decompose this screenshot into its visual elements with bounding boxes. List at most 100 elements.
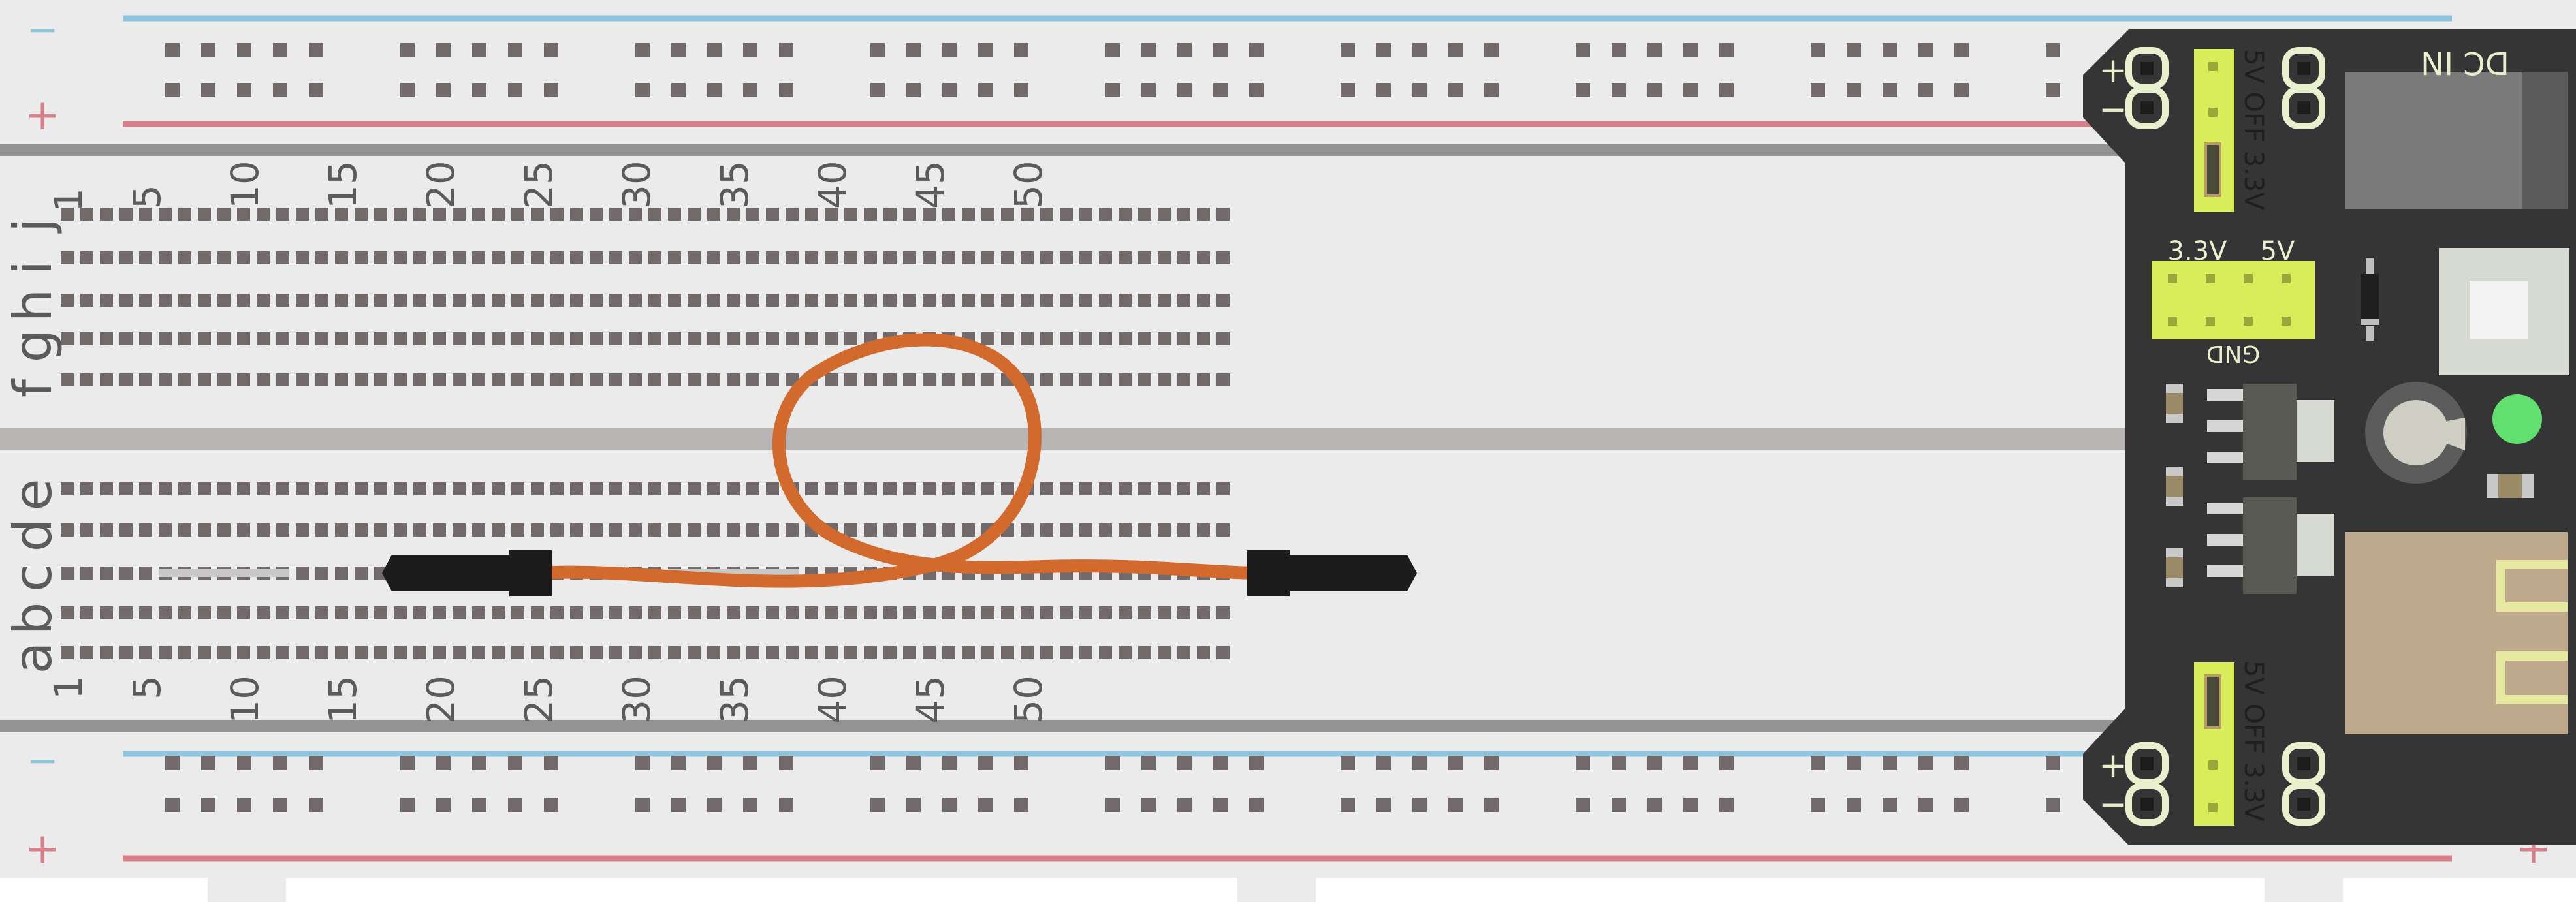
terminal-hole: [119, 606, 133, 619]
terminal-hole: [688, 482, 701, 495]
regulator-pin: [2207, 565, 2246, 577]
terminal-hole: [296, 294, 309, 307]
bottom-rail-hole: [1341, 798, 1355, 812]
terminal-hole: [394, 251, 407, 264]
terminal-hole: [119, 646, 133, 659]
bottom-jumper-label: 5V OFF 3.3V: [2238, 661, 2268, 822]
terminal-hole: [1138, 606, 1151, 619]
terminal-hole: [1216, 208, 1230, 221]
terminal-hole: [394, 606, 407, 619]
top-rail-hole: [743, 43, 757, 57]
terminal-hole: [61, 567, 74, 580]
terminal-hole: [609, 646, 622, 659]
bottom-rail-hole: [635, 798, 650, 812]
terminal-hole: [276, 646, 289, 659]
terminal-hole: [119, 523, 133, 537]
regulator-pin: [2207, 420, 2246, 432]
terminal-hole: [257, 646, 270, 659]
terminal-hole: [903, 523, 916, 537]
terminal-hole: [570, 294, 583, 307]
top-rail-hole: [942, 43, 957, 57]
board-foot: [1237, 878, 1316, 902]
bottom-rail-hole: [2046, 798, 2060, 812]
terminal-hole: [492, 523, 505, 537]
bottom-rail-hole: [707, 756, 722, 770]
terminal-hole: [296, 251, 309, 264]
top-rail-minus-sign: −: [27, 7, 59, 52]
terminal-hole: [590, 332, 603, 345]
bottom-rail-minus-sign: −: [27, 738, 59, 783]
terminal-hole: [1197, 294, 1210, 307]
terminal-hole: [237, 606, 250, 619]
smd-resistor-end: [2166, 467, 2183, 476]
terminal-hole: [883, 208, 897, 221]
terminal-hole: [1040, 482, 1053, 495]
terminal-hole: [1079, 646, 1092, 659]
terminal-hole: [453, 523, 466, 537]
terminal-hole: [276, 332, 289, 345]
terminal-hole: [864, 646, 877, 659]
terminal-hole: [511, 646, 524, 659]
terminal-hole: [942, 606, 955, 619]
terminal-hole: [1021, 646, 1034, 659]
column-label-bottom: 1: [46, 676, 91, 700]
terminal-hole: [923, 251, 936, 264]
terminal-hole: [100, 646, 113, 659]
terminal-hole: [1001, 482, 1014, 495]
terminal-hole: [1040, 332, 1053, 345]
terminal-hole: [1001, 294, 1014, 307]
terminal-hole: [570, 251, 583, 264]
terminal-hole: [648, 251, 661, 264]
terminal-hole: [178, 646, 191, 659]
terminal-hole: [374, 373, 387, 386]
terminal-hole: [257, 606, 270, 619]
terminal-hole: [276, 523, 289, 537]
terminal-hole: [981, 332, 994, 345]
column-label-top: 1: [46, 188, 91, 212]
row-letter-f: f: [3, 378, 63, 397]
jumper-wire[interactable]: [159, 333, 1417, 596]
terminal-hole: [844, 606, 857, 619]
terminal-hole: [1216, 606, 1230, 619]
column-label-top: 15: [321, 161, 365, 209]
top-rail-hole: [309, 43, 323, 57]
bottom-rail-hole: [779, 798, 793, 812]
terminal-hole: [688, 373, 701, 386]
terminal-hole: [453, 208, 466, 221]
terminal-hole: [727, 373, 740, 386]
terminal-hole: [355, 373, 368, 386]
bottom-rail-hole: [508, 756, 522, 770]
terminal-hole: [413, 208, 426, 221]
output-pin: [2168, 274, 2177, 283]
terminal-hole: [1119, 606, 1132, 619]
terminal-hole: [374, 523, 387, 537]
terminal-hole: [296, 373, 309, 386]
terminal-hole: [100, 606, 113, 619]
regulator-tab: [2297, 514, 2334, 576]
output-pin: [2244, 317, 2253, 326]
terminal-hole: [903, 251, 916, 264]
led-indicator-icon: [2492, 394, 2542, 444]
bottom-rail-hole: [743, 756, 757, 770]
terminal-hole: [688, 606, 701, 619]
voltage-output-header: [2152, 261, 2315, 339]
bottom-rail-hole: [544, 756, 558, 770]
column-label-top: 5: [125, 185, 169, 209]
terminal-hole: [1158, 251, 1171, 264]
terminal-hole: [472, 373, 485, 386]
top-rail-hole: [2046, 43, 2060, 57]
terminal-hole: [648, 294, 661, 307]
terminal-hole: [217, 332, 231, 345]
terminal-hole: [1216, 523, 1230, 537]
terminal-hole: [472, 606, 485, 619]
terminal-hole: [159, 523, 172, 537]
terminal-hole: [217, 373, 231, 386]
terminal-hole: [394, 523, 407, 537]
regulator-pin: [2207, 389, 2246, 401]
output-pin: [2206, 317, 2215, 326]
bottom-rail-hole: [472, 756, 486, 770]
terminal-hole: [825, 482, 838, 495]
terminal-hole: [139, 482, 152, 495]
top-rail-hole: [707, 83, 722, 97]
board-foot: [208, 878, 286, 902]
